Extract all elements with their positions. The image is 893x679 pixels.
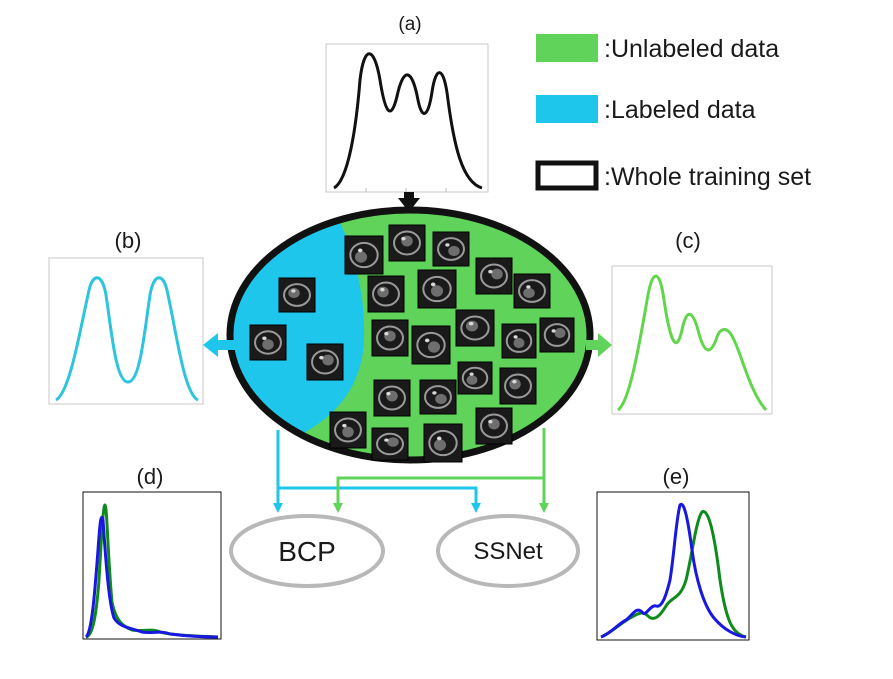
- panel-d-blue-curve: [84, 515, 219, 639]
- panel-c-curve: [616, 274, 768, 412]
- mri-slice-thumbnail: [475, 407, 513, 445]
- panel-e-green-curve: [600, 510, 747, 639]
- mri-slice-thumbnail: [457, 361, 493, 395]
- mri-slice-thumbnail: [475, 257, 513, 295]
- panel-a-frame: [325, 43, 489, 193]
- panel-b-curve: [55, 276, 199, 402]
- arrow-right-icon: [586, 333, 612, 357]
- method-ssnet: SSNet: [436, 514, 580, 588]
- mri-slice-thumbnail: [249, 324, 287, 361]
- mri-slice-thumbnail: [278, 277, 316, 313]
- mri-slice-thumbnail: [371, 427, 409, 461]
- mri-slice-thumbnail: [423, 423, 463, 463]
- mri-slice-thumbnail: [417, 269, 457, 309]
- panel-c: (c): [611, 228, 773, 415]
- unlabeled-connector: [333, 428, 546, 513]
- legend-unlabeled-swatch: [536, 34, 598, 62]
- panel-e-label: (e): [663, 464, 690, 489]
- connector-arrows: [273, 428, 549, 513]
- panel-a-curve: [333, 52, 483, 190]
- mri-slice-thumbnail: [367, 275, 405, 313]
- legend-whole-swatch: [535, 160, 599, 191]
- legend: :Unlabeled data :Labeled data :Whole tra…: [535, 34, 811, 191]
- legend-labeled-swatch: [536, 95, 598, 123]
- mri-slice-thumbnail: [539, 317, 575, 353]
- panel-a-ticks: [365, 188, 447, 192]
- mri-slice-thumbnail: [455, 309, 495, 347]
- training-set-ellipse: [226, 206, 594, 464]
- arrow-left-icon: [203, 333, 238, 357]
- panel-a: (a): [325, 14, 489, 193]
- mri-slice-thumbnail: [501, 323, 537, 359]
- legend-labeled-label: :Labeled data: [604, 96, 756, 124]
- panel-b-frame: [48, 257, 204, 405]
- mri-slice-thumbnail: [329, 411, 367, 449]
- method-bcp-label: BCP: [278, 536, 336, 567]
- mri-slice-thumbnail: [344, 235, 384, 275]
- mri-slice-thumbnail: [411, 325, 451, 365]
- mri-thumbnails: [249, 224, 575, 463]
- panel-b-label: (b): [115, 228, 142, 253]
- labeled-connector: [276, 430, 481, 513]
- mri-slice-thumbnail: [499, 367, 537, 405]
- method-bcp: BCP: [229, 514, 385, 588]
- mri-slice-thumbnail: [432, 231, 470, 267]
- method-ssnet-label: SSNet: [473, 538, 543, 565]
- legend-whole-label: :Whole training set: [604, 163, 811, 191]
- mri-slice-thumbnail: [371, 319, 409, 357]
- mri-slice-thumbnail: [373, 379, 411, 417]
- arrow-down-icon: [398, 192, 420, 212]
- mri-slice-thumbnail: [419, 379, 457, 415]
- panel-a-label: (a): [398, 14, 421, 35]
- panel-c-label: (c): [675, 228, 701, 253]
- panel-d-label: (d): [137, 464, 164, 489]
- panel-e-blue-curve: [600, 502, 747, 639]
- panel-d: (d): [82, 464, 222, 640]
- panel-e: (e): [596, 464, 750, 641]
- mri-slice-thumbnail: [388, 224, 426, 262]
- mri-slice-thumbnail: [306, 343, 344, 381]
- panel-b: (b): [48, 228, 204, 405]
- legend-unlabeled-label: :Unlabeled data: [604, 35, 779, 63]
- panel-c-frame: [611, 265, 773, 415]
- mri-slice-thumbnail: [513, 273, 551, 309]
